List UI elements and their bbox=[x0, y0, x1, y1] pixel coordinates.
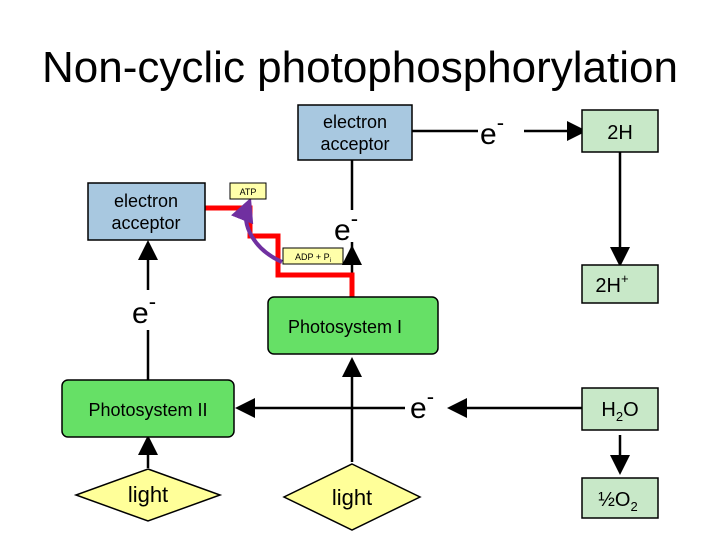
photosystem-2-box bbox=[61, 379, 235, 438]
light-label-center: light bbox=[332, 485, 372, 510]
atp-box bbox=[229, 182, 267, 200]
half-oxygen-box bbox=[581, 477, 659, 519]
electron-top: e- bbox=[480, 110, 504, 151]
photosystem-1-box bbox=[267, 296, 439, 355]
electron-acceptor-left-line1: electron bbox=[114, 191, 178, 211]
electron-bottom: e- bbox=[410, 384, 434, 425]
adp-label: ADP + Pi bbox=[295, 252, 331, 264]
two-h-plus-box bbox=[581, 264, 659, 304]
electron-middle: e- bbox=[334, 206, 358, 247]
two-h-box bbox=[581, 109, 659, 153]
light-diamond-center bbox=[282, 463, 422, 531]
electron-acceptor-left-box bbox=[87, 182, 206, 241]
photosystem-1-label: Photosystem I bbox=[288, 317, 402, 337]
light-diamond-left bbox=[73, 468, 223, 522]
electron-acceptor-top-box bbox=[297, 104, 413, 161]
water-box bbox=[581, 387, 659, 431]
half-oxygen-label: ½O2 bbox=[598, 489, 637, 514]
two-h-label: 2H bbox=[607, 122, 633, 144]
electron-left: e- bbox=[132, 289, 156, 330]
electron-acceptor-left-line2: acceptor bbox=[111, 213, 180, 233]
atp-label: ATP bbox=[240, 187, 257, 197]
electron-acceptor-top-line1: electron bbox=[323, 112, 387, 132]
adp-box bbox=[282, 247, 344, 265]
photosystem-2-label: Photosystem II bbox=[88, 400, 207, 420]
two-h-plus-label: 2H+ bbox=[595, 271, 628, 297]
water-label: H2O bbox=[601, 399, 638, 424]
purple-atp-synthesis-arc bbox=[230, 197, 283, 264]
page-title: Non-cyclic photophosphorylation bbox=[42, 43, 678, 92]
light-label-left: light bbox=[128, 482, 168, 507]
electron-acceptor-top-line2: acceptor bbox=[320, 134, 389, 154]
